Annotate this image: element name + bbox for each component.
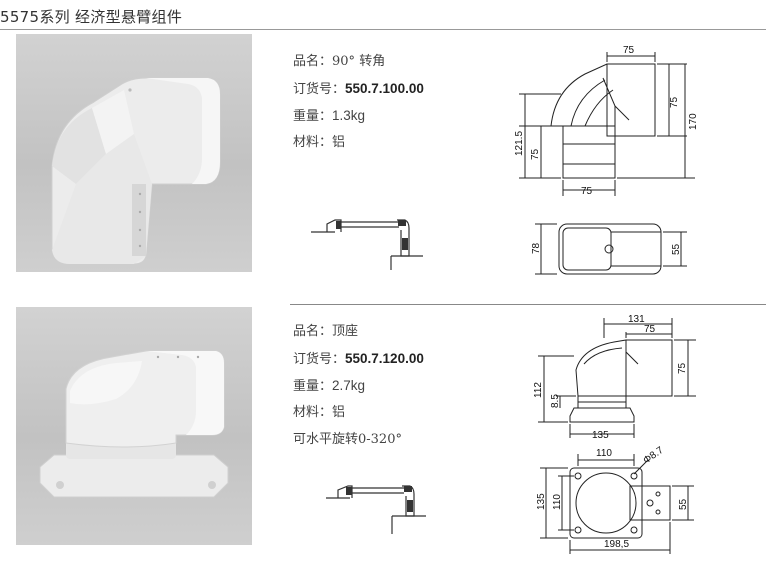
spec-weight-row: 重量：1.3kg <box>293 106 424 133</box>
dim-base-width: 135 <box>592 430 609 441</box>
dim-plan-left: 78 <box>531 242 542 254</box>
weight-label: 重量： <box>293 109 333 124</box>
weight-label: 重量： <box>293 379 333 394</box>
dim-plan-left-inner: 110 <box>552 494 563 510</box>
dim-plan-left-outer: 135 <box>536 493 547 510</box>
name-value: 90° 转角 <box>332 54 386 69</box>
spec-material-row: 材料：铝 <box>293 403 424 430</box>
dim-right-height: 75 <box>677 362 688 374</box>
material-label: 材料： <box>293 135 333 150</box>
dim-left-height: 112 <box>533 382 544 398</box>
weight-value: 2.7kg <box>332 378 366 393</box>
product-spec-corner: 品名：90° 转角 订货号：550.7.100.00 重量：1.3kg 材料：铝 <box>293 52 424 160</box>
product-spec-top-mount: 品名：顶座 订货号：550.7.120.00 重量：2.7kg 材料：铝 可水平… <box>293 322 424 457</box>
dim-left-height: 121.5 <box>514 131 525 156</box>
usage-sketch-corner <box>311 219 423 270</box>
rotation-note: 可水平旋转0-320° <box>293 432 402 447</box>
spec-order-row: 订货号：550.7.120.00 <box>293 349 424 376</box>
dim-top-width: 75 <box>623 45 635 56</box>
dim-left-small: 8.5 <box>550 394 561 408</box>
material-value: 铝 <box>332 135 346 150</box>
product-photo-top-mount <box>16 307 252 545</box>
header-divider <box>0 29 766 30</box>
spec-order-row: 订货号：550.7.100.00 <box>293 79 424 106</box>
dim-right-upper: 75 <box>669 96 680 108</box>
spec-name-row: 品名：顶座 <box>293 322 424 349</box>
dim-plan-right: 55 <box>678 498 689 510</box>
name-label: 品名： <box>293 54 333 69</box>
order-value: 550.7.100.00 <box>345 81 424 96</box>
spec-note-row: 可水平旋转0-320° <box>293 430 424 457</box>
dim-top-arm: 75 <box>644 324 656 335</box>
name-value: 顶座 <box>332 324 359 339</box>
product-photo-corner <box>16 34 252 272</box>
page-title: 5575系列 经济型悬臂组件 <box>0 8 183 26</box>
order-value: 550.7.120.00 <box>345 351 424 366</box>
weight-value: 1.3kg <box>332 108 366 123</box>
material-value: 铝 <box>332 405 346 420</box>
spec-name-row: 品名：90° 转角 <box>293 52 424 79</box>
order-label: 订货号： <box>293 352 346 367</box>
section-divider <box>290 304 766 305</box>
page-header: 5575系列 经济型悬臂组件 <box>0 0 766 30</box>
dim-total-height: 170 <box>688 113 699 130</box>
dim-top-total: 131 <box>628 314 645 325</box>
dim-plan-bottom-width: 198,5 <box>604 539 629 550</box>
order-label: 订货号： <box>293 82 346 97</box>
name-label: 品名： <box>293 324 333 339</box>
dim-plan-top-width: 110 <box>596 448 612 459</box>
usage-sketch-top-mount <box>326 485 426 534</box>
dim-bottom-width: 75 <box>581 186 593 197</box>
technical-drawing-top-mount-side: 131 75 75 112 8.5 135 <box>533 314 696 441</box>
dim-left-lower: 75 <box>530 148 541 160</box>
dim-plan-right: 55 <box>671 243 682 255</box>
technical-drawing-top-mount-plan: 110 Φ8.7 135 110 55 198,5 <box>536 446 694 554</box>
material-label: 材料： <box>293 405 333 420</box>
dim-plan-hole: Φ8.7 <box>641 446 666 466</box>
spec-material-row: 材料：铝 <box>293 133 424 160</box>
technical-drawing-corner-plan: 78 55 <box>531 223 687 275</box>
spec-weight-row: 重量：2.7kg <box>293 376 424 403</box>
technical-drawing-corner-side: 75 75 170 121.5 75 75 <box>514 45 699 197</box>
